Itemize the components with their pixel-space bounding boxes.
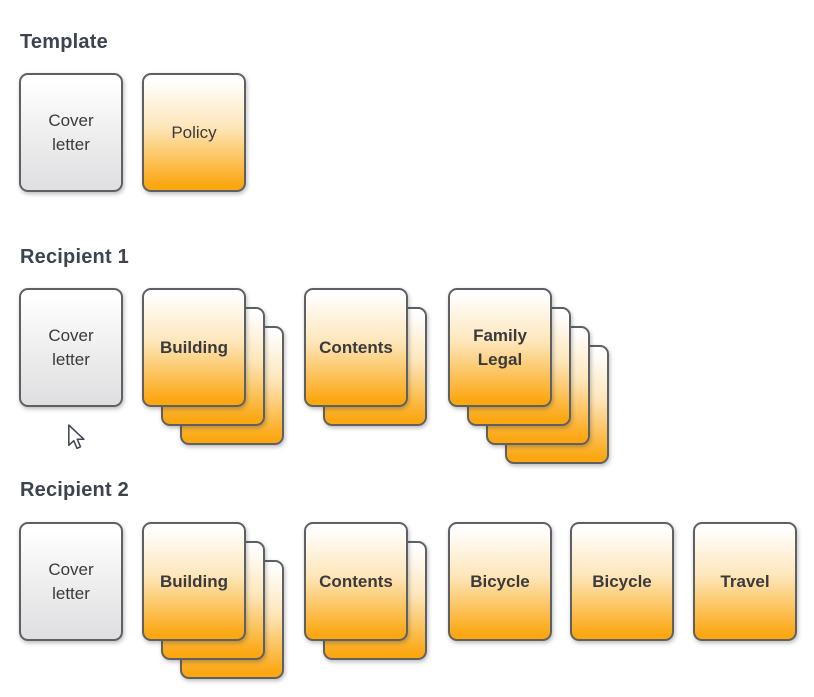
card-label-cover-letter: Cover letter <box>48 110 94 154</box>
card-label-travel: Travel <box>720 571 770 591</box>
card-label-contents: Contents <box>319 337 393 357</box>
card-label-bicycle: Bicycle <box>592 571 652 591</box>
section-heading-recipient-1: Recipient 1 <box>20 246 129 268</box>
card-label-bicycle: Bicycle <box>470 571 530 591</box>
card-cover-letter[interactable]: Cover letter <box>19 73 123 192</box>
card-cover-letter[interactable]: Cover letter <box>19 522 123 641</box>
card-cover-letter[interactable]: Cover letter <box>19 288 123 407</box>
card-label-cover-letter: Cover letter <box>48 559 94 603</box>
card-policy[interactable]: Policy <box>142 73 246 192</box>
section-heading-template: Template <box>20 31 108 53</box>
card-contents[interactable]: Contents <box>304 288 408 407</box>
card-contents[interactable]: Contents <box>304 522 408 641</box>
section-heading-recipient-2: Recipient 2 <box>20 479 129 501</box>
card-label-building: Building <box>160 571 228 591</box>
card-label-policy: Policy <box>171 122 217 142</box>
card-travel[interactable]: Travel <box>693 522 797 641</box>
card-bicycle[interactable]: Bicycle <box>570 522 674 641</box>
card-family-legal[interactable]: Family Legal <box>448 288 552 407</box>
card-label-cover-letter: Cover letter <box>48 325 94 369</box>
card-building[interactable]: Building <box>142 522 246 641</box>
card-label-contents: Contents <box>319 571 393 591</box>
card-label-family-legal: Family Legal <box>473 325 527 369</box>
card-label-building: Building <box>160 337 228 357</box>
card-bicycle[interactable]: Bicycle <box>448 522 552 641</box>
mouse-cursor-arrow-icon <box>68 424 85 449</box>
card-building[interactable]: Building <box>142 288 246 407</box>
